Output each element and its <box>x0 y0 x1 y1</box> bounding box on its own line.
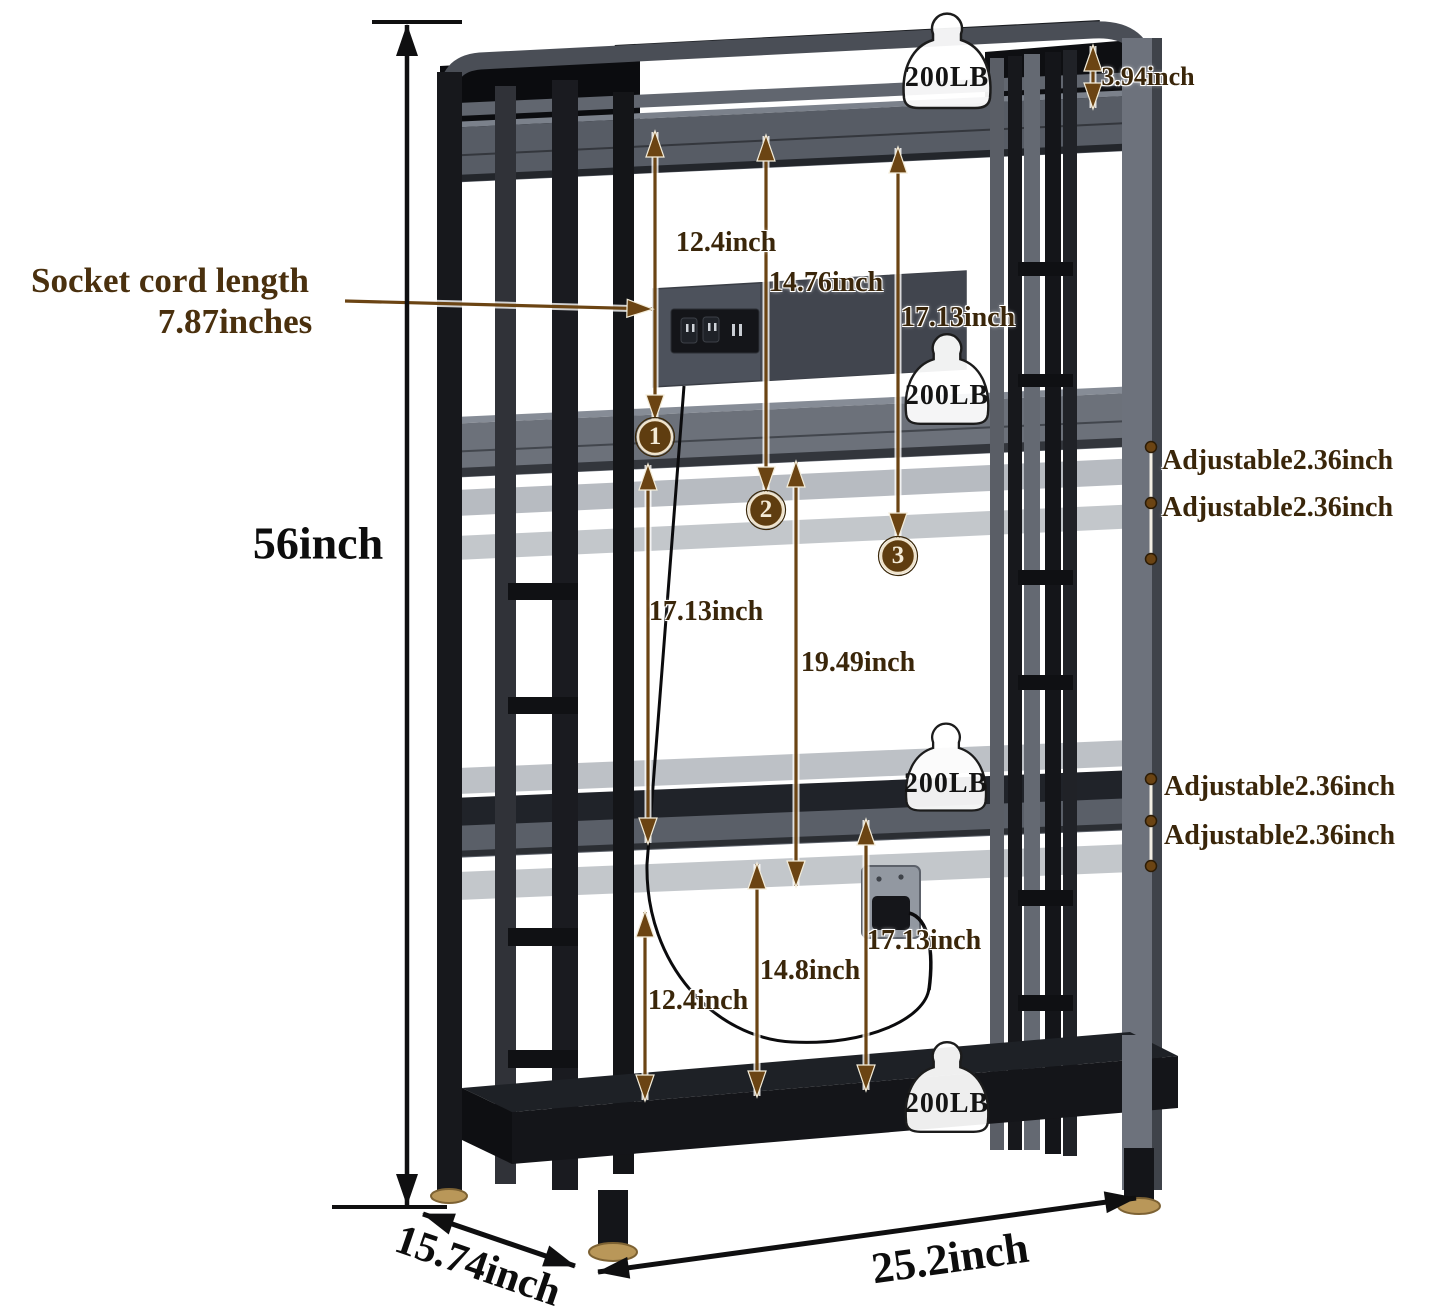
socket-cord-note-line1: Socket cord length <box>30 261 310 300</box>
overall-dimension-arrows <box>332 20 1137 1279</box>
adjustable-foot <box>588 1242 638 1262</box>
upper-gap3-label: 17.13inch <box>900 302 1016 333</box>
adjustable-label-2: Adjustable2.36inch <box>1162 492 1394 523</box>
frame-posts <box>437 38 1162 1194</box>
tier-marker-3: 3 <box>891 542 905 569</box>
power-cord <box>645 385 933 1044</box>
tier-marker-1: 1 <box>648 423 662 450</box>
lower-gap-mid-label: 14.8inch <box>759 955 861 986</box>
overall-height-label: 56inch <box>252 517 384 569</box>
adjustable-label-3: Adjustable2.36inch <box>1164 771 1396 802</box>
dimension-arrows <box>344 43 1103 1103</box>
width-arrow <box>597 1191 1137 1279</box>
usb-port-icon <box>739 324 742 336</box>
lower-gap-right-label: 17.13inch <box>866 925 982 956</box>
weight-capacity-icons <box>902 12 992 1133</box>
tier-marker-2: 2 <box>759 496 773 523</box>
adjustable-label-4: Adjustable2.36inch <box>1164 820 1396 851</box>
plug-icon <box>872 896 910 930</box>
upper-gap1-label: 12.4inch <box>675 227 777 258</box>
usb-port-icon <box>732 324 735 336</box>
depth-arrow <box>422 1211 576 1269</box>
upper-gap2-label: 14.76inch <box>768 267 884 298</box>
middle-gap-left-label: 17.13inch <box>648 596 764 627</box>
top-rail-height-label: 3.94inch <box>1101 62 1195 91</box>
lower-gap-left-label: 12.4inch <box>647 985 749 1016</box>
socket-cord-note-line2: 7.87inches <box>157 302 313 341</box>
capacity-label-bottom: 200LB <box>904 1088 990 1119</box>
capacity-label-shelf3: 200LB <box>903 768 989 799</box>
tier-marker-discs <box>634 416 919 577</box>
adjustable-foot <box>430 1188 468 1204</box>
capacity-label-shelf2: 200LB <box>904 380 990 411</box>
capacity-label-top: 200LB <box>904 62 990 93</box>
middle-gap-right-label: 19.49inch <box>800 647 916 678</box>
adjustable-label-1: Adjustable2.36inch <box>1162 445 1394 476</box>
adjustable-indicators <box>1144 440 1158 873</box>
